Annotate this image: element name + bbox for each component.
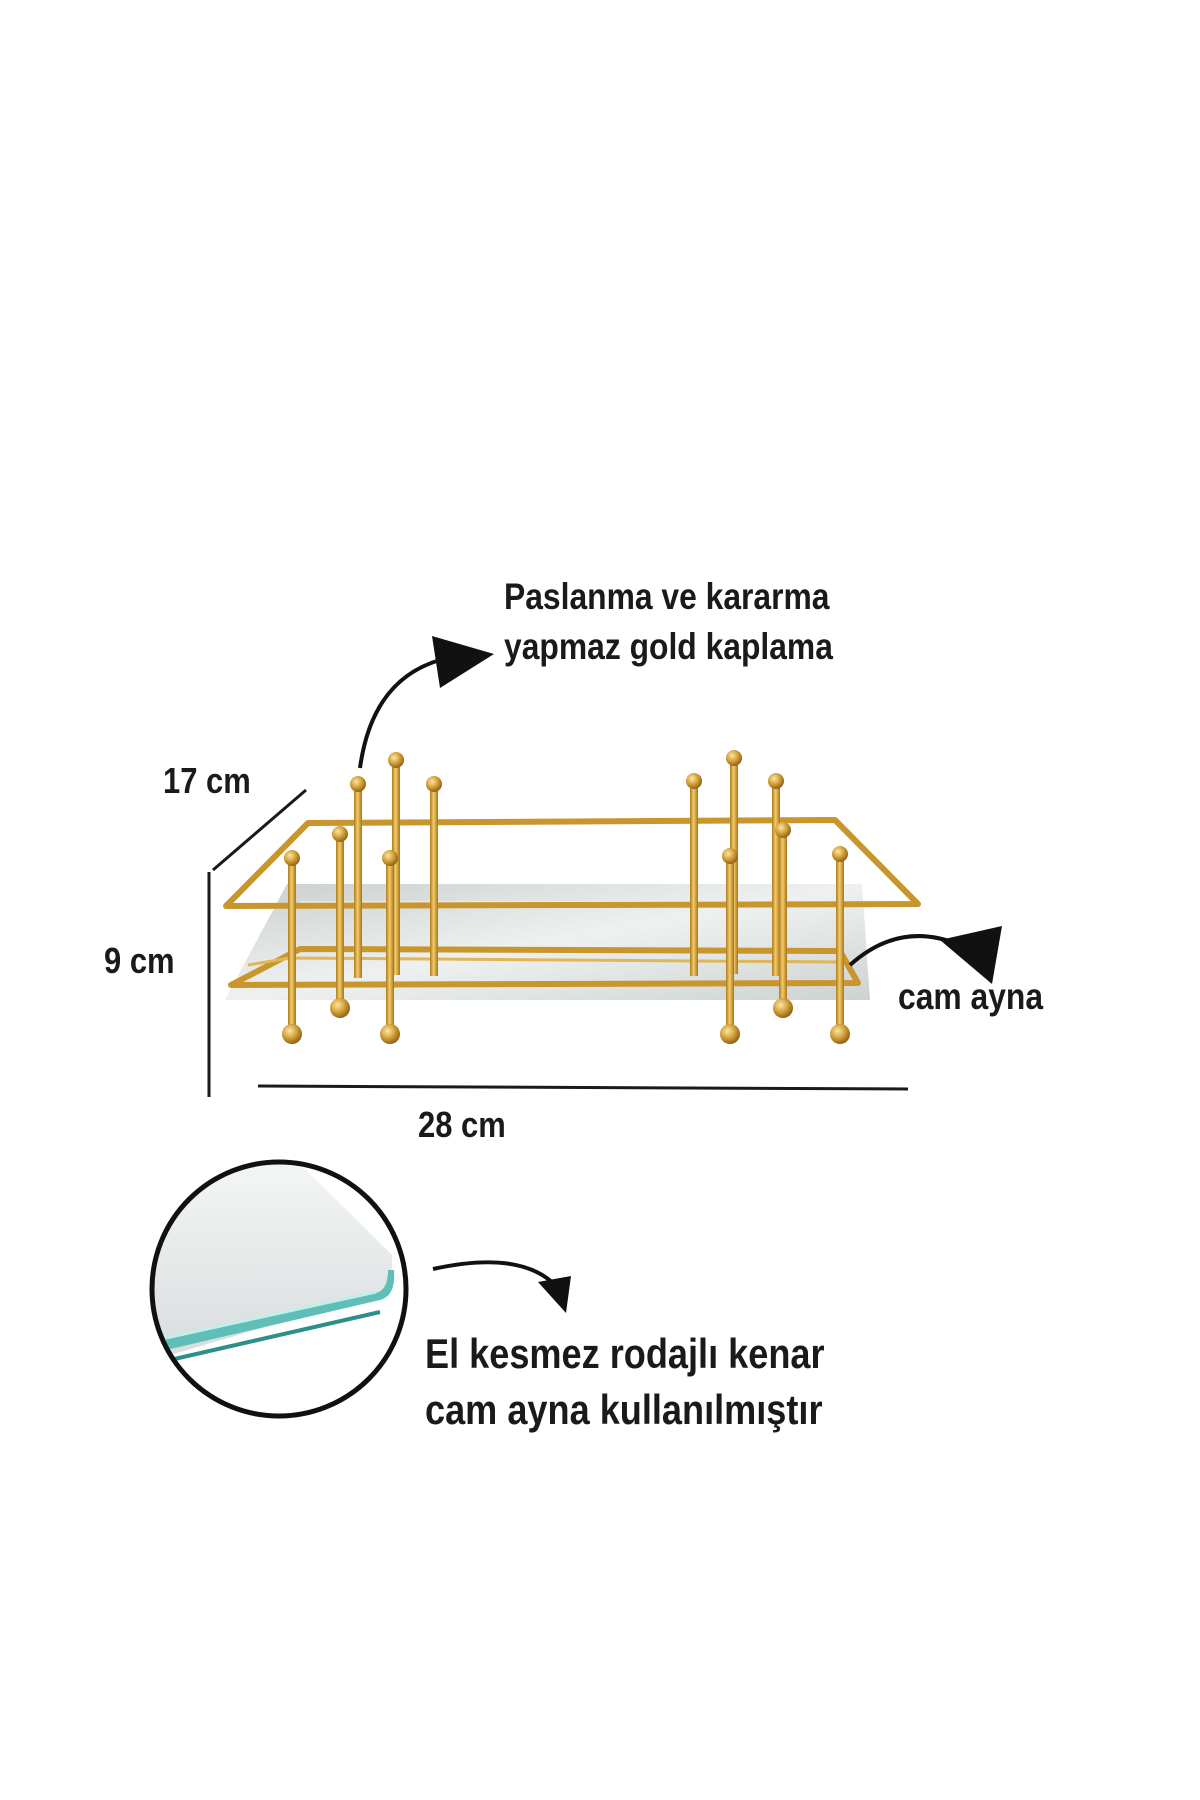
gold-rod [430, 784, 438, 976]
gold-ball-foot [380, 1024, 400, 1044]
gold-post [773, 822, 793, 1018]
gold-ball-top [382, 850, 398, 866]
gold-ball-top [426, 776, 442, 792]
gold-rod [836, 854, 844, 1034]
coating-annotation: Paslanma ve kararma yapmaz gold kaplama [504, 572, 833, 672]
gold-rod [772, 781, 780, 976]
depth-dimension-line [212, 788, 307, 872]
gold-ball-top [686, 773, 702, 789]
gold-posts [282, 750, 850, 1044]
mirror-label: cam ayna [898, 976, 1044, 1017]
edge-line-2: cam ayna kullanılmıştır [425, 1386, 823, 1433]
gold-post [686, 773, 702, 976]
gold-ball-foot [830, 1024, 850, 1044]
gold-ball-foot [773, 998, 793, 1018]
upper-gold-rail [223, 817, 921, 909]
gold-post [720, 848, 740, 1044]
gold-post [768, 773, 784, 976]
gold-rod [726, 856, 734, 1034]
mirror-arrow [848, 926, 1002, 984]
width-label: 28 cm [418, 1104, 506, 1145]
gold-ball-top [350, 776, 366, 792]
gold-post [830, 846, 850, 1044]
gold-ball-top [284, 850, 300, 866]
gold-ball-foot [330, 998, 350, 1018]
gold-ball-top [332, 826, 348, 842]
height-label: 9 cm [104, 940, 175, 981]
gold-post [282, 850, 302, 1044]
gold-ball-foot [720, 1024, 740, 1044]
gold-post [388, 752, 404, 975]
gold-rod [386, 858, 394, 1034]
coating-line-2: yapmaz gold kaplama [504, 626, 833, 667]
coating-line-1: Paslanma ve kararma [504, 576, 830, 617]
gold-post [380, 850, 400, 1044]
edge-line-1: El kesmez rodajlı kenar [425, 1330, 825, 1377]
gold-rod [288, 858, 296, 1034]
gold-post [330, 826, 350, 1018]
depth-label: 17 cm [163, 760, 251, 801]
gold-ball-top [832, 846, 848, 862]
gold-ball-top [768, 773, 784, 789]
gold-ball-top [722, 848, 738, 864]
gold-post [426, 776, 442, 976]
gold-ball-top [726, 750, 742, 766]
gold-rod [392, 760, 400, 975]
gold-ball-top [388, 752, 404, 768]
edge-annotation: El kesmez rodajlı kenar cam ayna kullanı… [425, 1326, 825, 1438]
width-dimension-line [257, 1084, 909, 1091]
gold-ball-foot [282, 1024, 302, 1044]
coating-arrow [358, 636, 494, 769]
gold-rod [690, 781, 698, 976]
glass-edge-detail-circle [149, 1159, 409, 1419]
gold-post [350, 776, 366, 978]
gold-ball-top [775, 822, 791, 838]
gold-rod [336, 834, 344, 1008]
edge-arrow [432, 1260, 571, 1313]
gold-rod [779, 830, 787, 1008]
gold-rod [354, 784, 362, 978]
